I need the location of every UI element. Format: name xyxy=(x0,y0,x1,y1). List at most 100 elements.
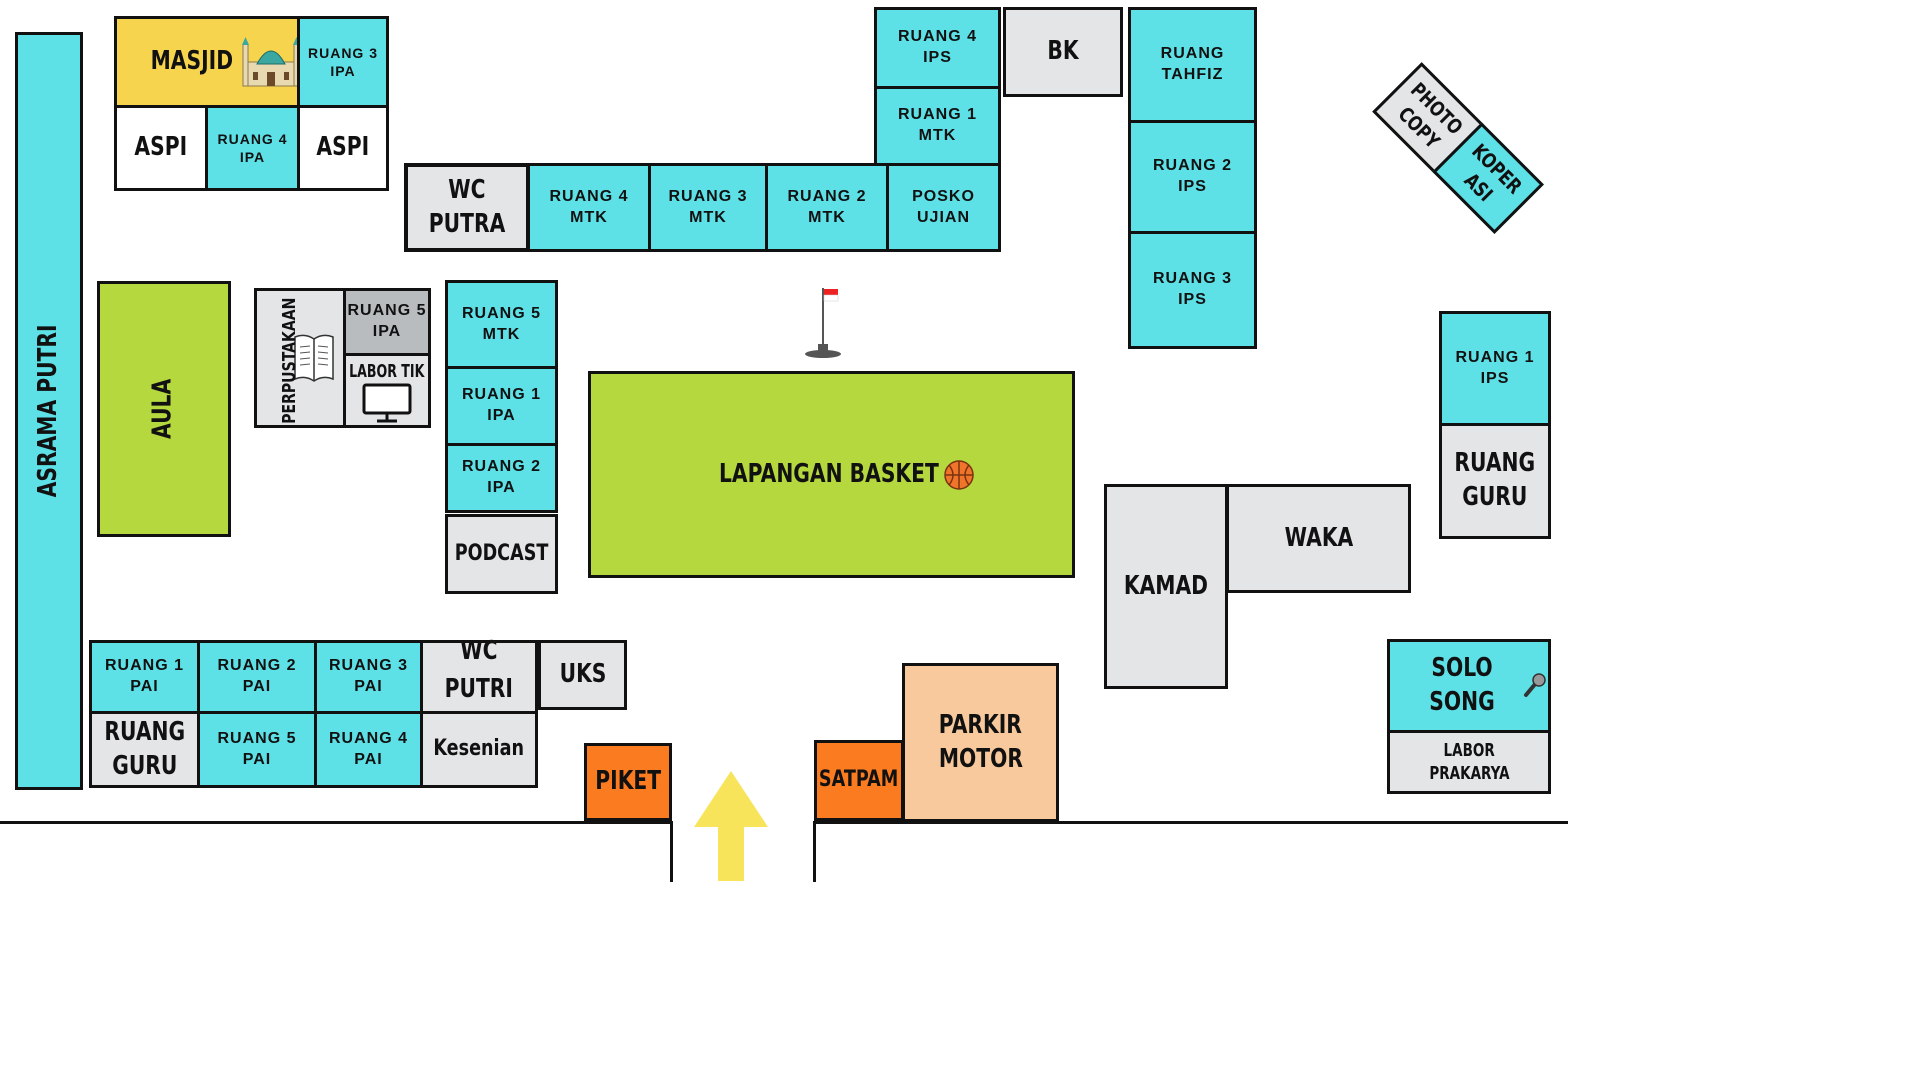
room-label: RUANG 1 xyxy=(104,657,184,675)
room-label: PAI xyxy=(242,678,272,695)
asrama-putri[interactable]: ASRAMA PUTRI xyxy=(15,32,83,790)
room-label: PRAKARYA xyxy=(1428,763,1510,784)
mosque-icon xyxy=(239,34,303,90)
room-ruang-2-ips[interactable]: RUANG 2 IPS xyxy=(1128,120,1257,234)
satpam[interactable]: SATPAM xyxy=(814,740,904,821)
room-label: PIKET xyxy=(595,766,661,797)
piket[interactable]: PIKET xyxy=(584,743,672,821)
room-label: GURU xyxy=(111,750,178,781)
room-label: RUANG 2 xyxy=(787,187,867,205)
room-ruang-5-ipa[interactable]: RUANG 5 IPA xyxy=(343,288,431,356)
room-label: RUANG xyxy=(1454,448,1536,479)
room-label: PODCAST xyxy=(454,540,549,566)
room-ruang-5-mtk[interactable]: RUANG 5 MTK xyxy=(445,280,558,369)
room-label: RUANG 4 xyxy=(328,729,408,747)
room-aspi-left[interactable]: ASPI xyxy=(114,105,208,191)
labor-tik[interactable]: LABOR TIK xyxy=(343,353,431,428)
room-aspi-right[interactable]: ASPI xyxy=(297,105,389,191)
room-label: IPA xyxy=(487,479,516,496)
labor-tik-label: LABOR TIK xyxy=(349,361,425,382)
room-label: KAMAD xyxy=(1123,570,1209,601)
posko-ujian[interactable]: POSKO UJIAN xyxy=(886,163,1001,252)
podcast[interactable]: PODCAST xyxy=(445,514,558,594)
microphone-icon xyxy=(1518,671,1548,701)
room-label: ASPI xyxy=(316,132,370,163)
room-label: RUANG 1 xyxy=(1455,348,1535,366)
masjid-label: MASJID xyxy=(150,46,234,77)
room-label: RUANG 5 xyxy=(461,304,541,322)
wc-putri[interactable]: WC PUTRI xyxy=(420,636,538,714)
room-label: RUANG 4 xyxy=(217,130,288,147)
room-ruang-3-ipa[interactable]: RUANG 3 IPA xyxy=(297,16,389,108)
room-label: ASPI xyxy=(134,132,188,163)
room-label: MTK xyxy=(570,208,608,226)
room-label: MTK xyxy=(689,208,727,226)
room-ruang-4-ips[interactable]: RUANG 4 IPS xyxy=(874,7,1001,89)
room-ruang-5-pai[interactable]: RUANG 5 PAI xyxy=(197,711,317,788)
lapangan-basket[interactable]: LAPANGAN BASKET xyxy=(588,371,1075,578)
room-label: RUANG 3 xyxy=(328,657,408,675)
masjid[interactable]: MASJID xyxy=(114,16,300,108)
room-label: RUANG 1 xyxy=(897,106,977,124)
room-ruang-1-mtk[interactable]: RUANG 1 MTK xyxy=(874,86,1001,166)
wc-putra[interactable]: WC PUTRA xyxy=(404,163,530,252)
room-label: PUTRI xyxy=(444,673,514,704)
room-label: IPA xyxy=(372,323,402,340)
solo-song-label: SOLO SONG xyxy=(1429,653,1495,717)
kamad[interactable]: KAMAD xyxy=(1104,484,1228,689)
aula-label: AULA xyxy=(148,378,179,440)
perpustakaan[interactable]: PERPUSTAKAAN xyxy=(254,288,346,428)
room-label: RUANG 4 xyxy=(549,187,629,205)
room-ruang-3-pai[interactable]: RUANG 3 PAI xyxy=(314,640,423,714)
room-label: IPA xyxy=(487,407,516,424)
room-label: PAI xyxy=(242,750,272,768)
gate-post-right xyxy=(813,821,816,882)
room-label: MTK xyxy=(808,208,846,226)
asrama-putri-label: ASRAMA PUTRI xyxy=(33,324,64,498)
room-label: RUANG 3 xyxy=(307,44,378,61)
room-ruang-4-pai[interactable]: RUANG 4 PAI xyxy=(314,711,423,788)
room-label: PAI xyxy=(354,678,383,695)
room-label: RUANG 2 xyxy=(461,458,541,476)
room-ruang-1-ips[interactable]: RUANG 1 IPS xyxy=(1439,311,1551,426)
ruang-guru-left[interactable]: RUANG GURU xyxy=(89,711,200,788)
room-label: UJIAN xyxy=(916,208,970,226)
room-ruang-1-ipa[interactable]: RUANG 1 IPA xyxy=(445,366,558,446)
room-label: GURU xyxy=(1462,482,1528,512)
room-ruang-3-mtk[interactable]: RUANG 3 MTK xyxy=(648,163,768,252)
room-ruang-4-mtk[interactable]: RUANG 4 MTK xyxy=(527,163,651,252)
room-label: RUANG 1 xyxy=(461,386,541,404)
room-label: RUANG 3 xyxy=(1152,270,1232,288)
room-ruang-3-ips[interactable]: RUANG 3 IPS xyxy=(1128,231,1257,349)
room-label: IPA xyxy=(330,63,356,79)
ruang-guru-right[interactable]: RUANG GURU xyxy=(1439,423,1551,539)
room-ruang-1-pai[interactable]: RUANG 1 PAI xyxy=(89,640,200,714)
room-label: SATPAM xyxy=(819,767,899,793)
room-ruang-2-ipa[interactable]: RUANG 2 IPA xyxy=(445,443,558,513)
room-label: PUTRA xyxy=(428,208,506,239)
room-label: TAHFIZ xyxy=(1161,66,1224,83)
room-label: MTK xyxy=(482,325,521,343)
parkir-motor[interactable]: PARKIR MOTOR xyxy=(902,663,1059,822)
labor-prakarya[interactable]: LABOR PRAKARYA xyxy=(1387,730,1551,794)
room-label: WC xyxy=(460,636,498,666)
room-label: PAI xyxy=(130,678,159,695)
waka[interactable]: WAKA xyxy=(1226,484,1411,593)
gate-post-left xyxy=(670,821,673,882)
solo-song[interactable]: SOLO SONG xyxy=(1387,639,1551,733)
room-bk[interactable]: BK xyxy=(1003,7,1123,97)
room-ruang-2-pai[interactable]: RUANG 2 PAI xyxy=(197,640,317,714)
room-ruang-2-mtk[interactable]: RUANG 2 MTK xyxy=(765,163,889,252)
room-label: RUANG 5 xyxy=(217,729,297,747)
uks[interactable]: UKS xyxy=(538,640,627,710)
room-label: POSKO xyxy=(912,187,975,205)
room-label: Kesenian xyxy=(433,736,525,762)
room-label: PAI xyxy=(354,750,383,768)
room-ruang-4-ipa[interactable]: RUANG 4 IPA xyxy=(205,105,300,191)
monitor-icon xyxy=(361,383,413,423)
book-icon xyxy=(291,331,337,385)
kesenian[interactable]: Kesenian xyxy=(420,711,538,788)
ruang-tahfiz[interactable]: RUANG TAHFIZ xyxy=(1128,7,1257,123)
aula[interactable]: AULA xyxy=(97,281,231,537)
room-label: BK xyxy=(1047,36,1079,67)
